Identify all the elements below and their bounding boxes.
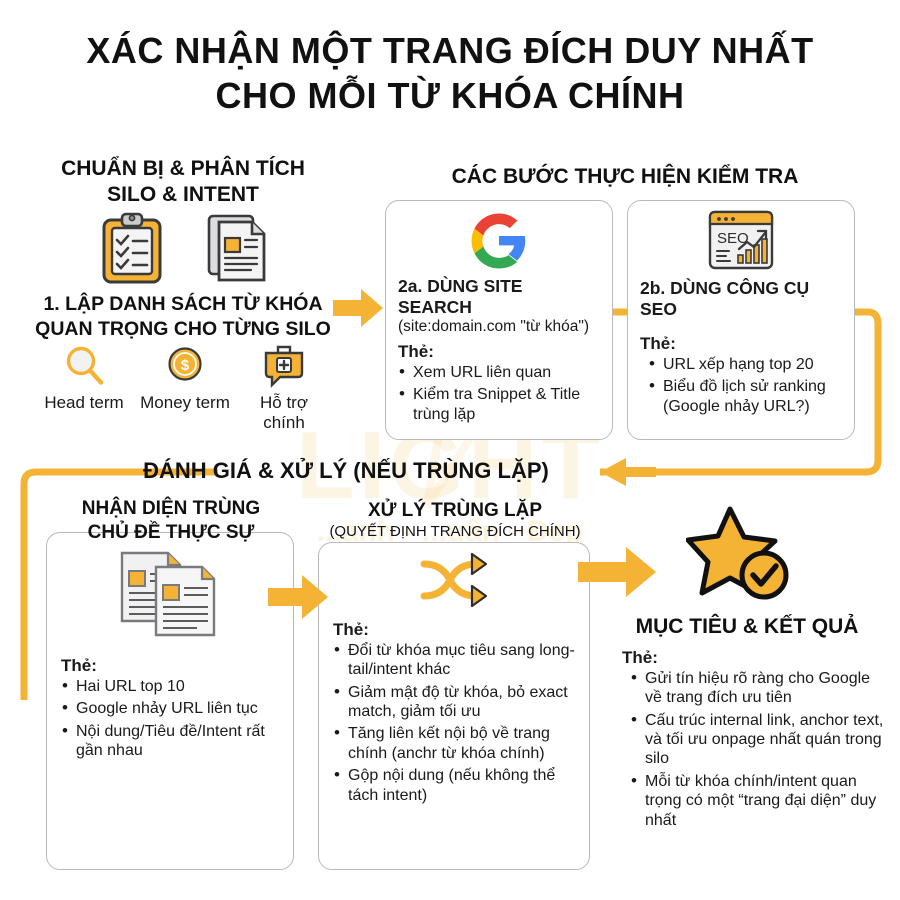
list-item: Nội dung/Tiêu đề/Intent rất gần nhau [61,721,279,761]
list-item: Giảm mật độ từ khóa, bỏ exact match, giả… [333,682,575,722]
seo-browser-chart-icon: SEO [708,210,774,270]
term-money-label: Money term [140,393,230,412]
identify-the-label: Thẻ: [61,656,97,675]
evaluate-left-heading-line-1: NHẬN DIỆN TRÙNG [81,498,261,519]
term-money: $ Money term [136,344,234,413]
steps-section-heading: CÁC BƯỚC THỰC HIỆN KIỂM TRA [451,165,799,188]
card-2a-bullets: Xem URL liên quan Kiểm tra Snippet & Tit… [398,362,600,424]
card-2a[interactable]: 2a. DÙNG SITE SEARCH (site:domain.com "t… [385,200,613,440]
card-2a-title: 2a. DÙNG SITE SEARCH [398,276,523,317]
list-item: Xem URL liên quan [398,362,600,383]
list-item: Tăng liên kết nội bộ về trang chính (anc… [333,723,575,763]
shuffle-arrows-icon [420,552,488,608]
term-head: Head term [40,344,128,413]
card-identify-duplicate[interactable]: Thẻ: Hai URL top 10 Google nhảy URL liên… [46,532,294,870]
list-item: Mỗi từ khóa chính/intent quan trọng có m… [630,771,890,830]
list-item: Biểu đồ lịch sử ranking (Google nhảy URL… [648,376,842,416]
result-the-label: Thẻ: [622,648,658,667]
handle-icon-wrap [319,543,589,614]
term-head-label: Head term [44,393,124,412]
evaluate-middle-heading: XỬ LÝ TRÙNG LẶP (QUYẾT ĐỊNH TRANG ĐÍCH C… [320,500,590,541]
term-support: Hỗ trợ chính [242,344,326,432]
support-kit-icon [264,345,304,388]
card-2a-icon-wrap [386,201,612,276]
evaluate-left-heading: NHẬN DIỆN TRÙNG CHỦ ĐỀ THỰC SỰ [56,497,286,545]
list-item: Hai URL top 10 [61,676,279,697]
arrow-to-evaluate-banner [600,458,656,486]
evaluate-middle-heading-line-1: XỬ LÝ TRÙNG LẶP [367,500,543,521]
card-2a-the-label: Thẻ: [398,342,434,361]
result-body: Thẻ: Gửi tín hiệu rõ ràng cho Google về … [622,642,890,833]
list-item: Google nhảy URL liên tục [61,698,279,719]
result-heading: MỤC TIÊU & KẾT QUẢ [635,615,859,638]
prep-heading-line-2: SILO & INTENT [107,183,259,207]
google-logo-icon [471,213,526,269]
evaluate-left-heading-line-2: CHỦ ĐỀ THỰC SỰ [87,521,255,543]
handle-the-label: Thẻ: [333,620,369,639]
evaluate-middle-heading-line-2: (QUYẾT ĐỊNH TRANG ĐÍCH CHÍNH) [329,522,581,540]
evaluate-banner-heading: ĐÁNH GIÁ & XỬ LÝ (NẾU TRÙNG LẶP) [143,458,549,483]
page-title: XÁC NHẬN MỘT TRANG ĐÍCH DUY NHẤT CHO MỖI… [0,28,900,118]
card-2b[interactable]: SEO 2b. DÙNG CÔNG CỤ SEO Thẻ: URL xếp hạ… [627,200,855,440]
result-bullets: Gửi tín hiệu rõ ràng cho Google về trang… [622,668,890,830]
list-item: Gộp nội dung (nếu không thể tách intent) [333,765,575,805]
clipboard-checklist-icon [102,212,162,284]
handle-bullets: Đổi từ khóa mục tiêu sang long-tail/inte… [333,640,575,805]
prep-heading-line-1: CHUẨN BỊ & PHÂN TÍCH [61,157,305,180]
svg-text:SEO: SEO [717,230,749,247]
card-2b-title: 2b. DÙNG CÔNG CỤ SEO [640,278,810,319]
documents-icon [207,214,266,282]
list-item: Đổi từ khóa mục tiêu sang long-tail/inte… [333,640,575,680]
prep-step-line-1: 1. LẬP DANH SÁCH TỪ KHÓA [43,293,323,315]
identify-bullets: Hai URL top 10 Google nhảy URL liên tục … [61,676,279,761]
list-item: Kiểm tra Snippet & Title trùng lặp [398,384,600,424]
result-icon-wrap [685,505,794,614]
prep-terms-row: Head term $ Money term Hỗ trợ chính [40,344,326,432]
card-2b-icon-wrap: SEO [628,201,854,278]
coin-dollar-icon: $ [168,347,202,381]
card-2a-subtitle: (site:domain.com "từ khóa") [398,318,590,335]
list-item: Gửi tín hiệu rõ ràng cho Google về trang… [630,668,890,708]
magnifier-icon [66,346,104,385]
page-title-line-1: XÁC NHẬN MỘT TRANG ĐÍCH DUY NHẤT [86,30,814,71]
star-check-icon [685,506,789,600]
prep-step-title: 1. LẬP DANH SÁCH TỪ KHÓA QUAN TRỌNG CHO … [20,292,346,341]
duplicate-documents-icon [120,551,216,637]
list-item: URL xếp hạng top 20 [648,354,842,375]
card-2b-the-label: Thẻ: [640,334,676,353]
term-support-label: Hỗ trợ chính [260,393,308,432]
prep-section-heading: CHUẨN BỊ & PHÂN TÍCH SILO & INTENT [28,156,338,209]
page-title-line-2: CHO MỖI TỪ KHÓA CHÍNH [215,75,685,116]
identify-icon-wrap [47,533,293,648]
list-item: Cấu trúc internal link, anchor text, và … [630,710,890,769]
svg-text:$: $ [181,357,190,374]
card-handle-duplicate[interactable]: Thẻ: Đổi từ khóa mục tiêu sang long-tail… [318,542,590,870]
prep-step-line-2: QUAN TRỌNG CHO TỪNG SILO [35,317,331,340]
card-2b-bullets: URL xếp hạng top 20 Biểu đồ lịch sử rank… [640,354,842,416]
prep-icon-row [100,212,270,286]
